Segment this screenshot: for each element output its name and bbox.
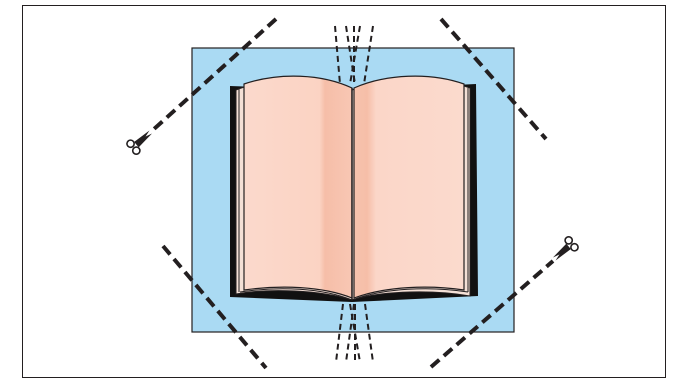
right-page — [354, 76, 464, 298]
left-page — [244, 76, 352, 298]
open-book — [230, 76, 478, 302]
